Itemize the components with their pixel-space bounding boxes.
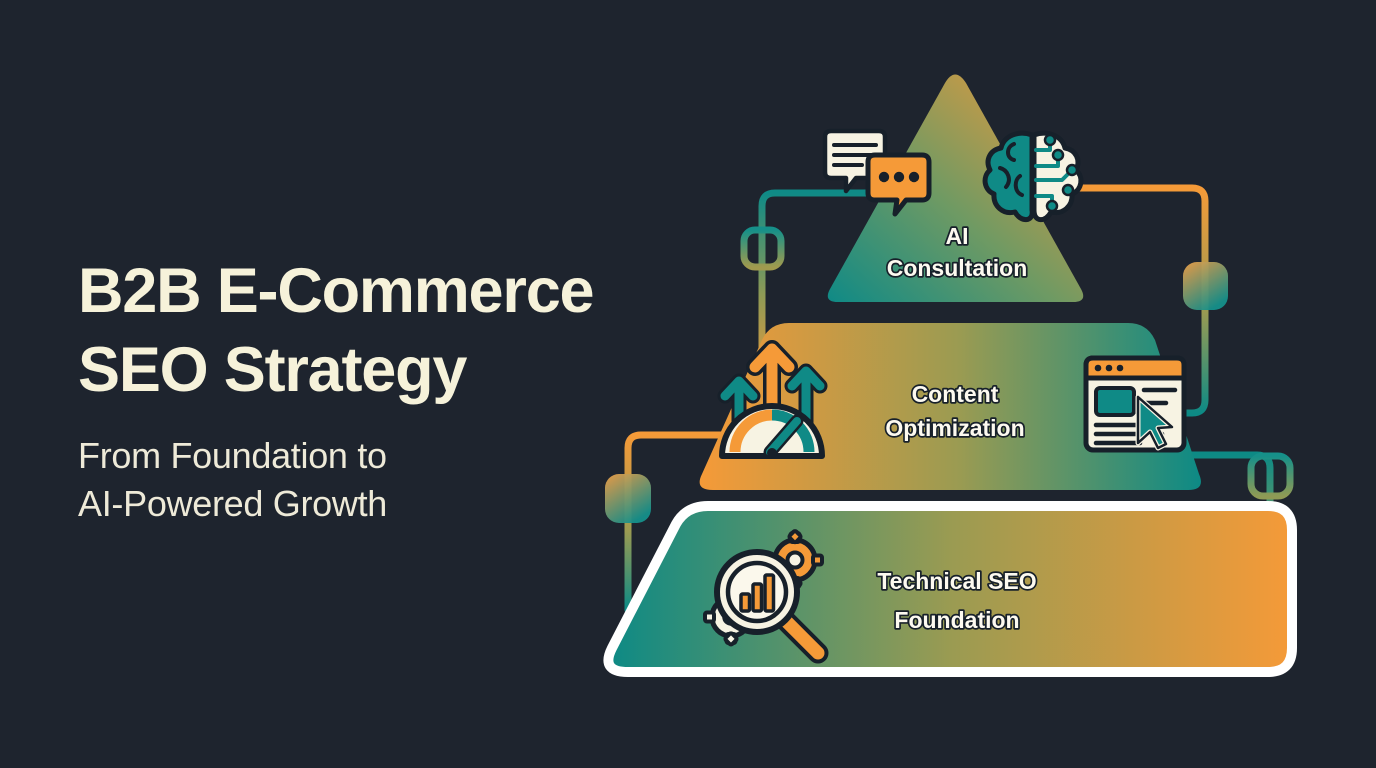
tier-middle-shape[interactable] — [699, 323, 1201, 490]
chat-bubbles-icon — [822, 128, 932, 217]
tier-top-shape[interactable] — [827, 74, 1084, 303]
node-top-right — [1183, 262, 1228, 310]
node-bottom-right — [1247, 452, 1294, 500]
page-subtitle: From Foundation to AI-Powered Growth — [78, 435, 388, 524]
tier-middle-label-line-1: Content — [912, 381, 999, 407]
magnifier-analytics-gears-icon — [703, 529, 829, 664]
speed-gauge-icon — [717, 340, 828, 459]
ai-brain-icon — [982, 130, 1084, 223]
headline-block: B2B E-Commerce SEO Strategy From Foundat… — [78, 252, 718, 528]
tier-bottom-label-line-2: Foundation — [894, 607, 1019, 633]
connector-mid-left — [624, 431, 764, 614]
page-title: B2B E-Commerce SEO Strategy — [78, 256, 595, 405]
tier-top-label-line-2: Consultation — [887, 255, 1028, 281]
tier-middle-label-line-2: Optimization — [885, 415, 1024, 441]
connector-top-left — [758, 189, 904, 402]
tier-bottom[interactable]: Technical SEO Foundation — [603, 501, 1297, 677]
tier-top[interactable]: AI Consultation — [822, 74, 1084, 303]
connector-nodes — [605, 226, 1294, 523]
tier-bottom-label-line-1: Technical SEO — [877, 568, 1036, 594]
tier-middle[interactable]: Content Optimization — [699, 323, 1201, 490]
node-top-left — [740, 226, 785, 271]
tier-top-label-line-1: AI — [946, 223, 969, 249]
node-mid-left — [605, 474, 651, 523]
browser-window-icon — [1083, 355, 1187, 453]
